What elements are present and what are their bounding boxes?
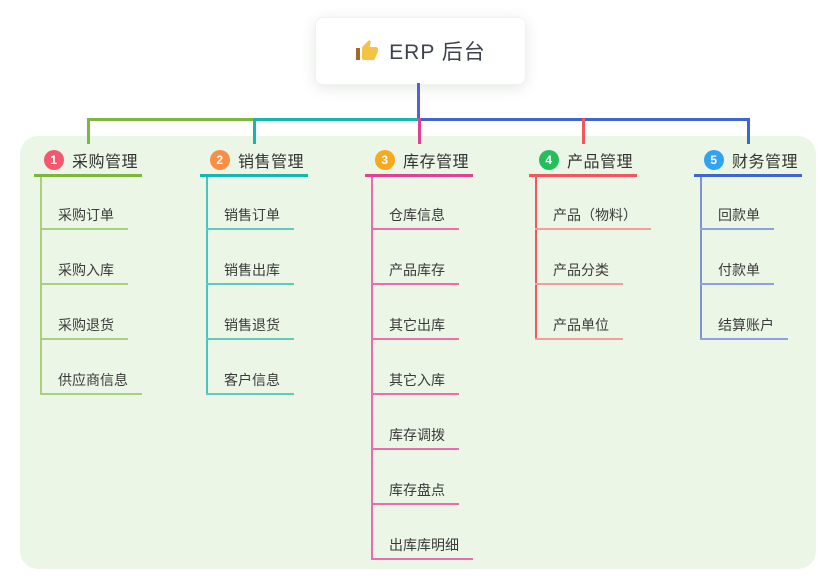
child-node[interactable]: 其它入库: [371, 367, 459, 395]
child-node[interactable]: 采购订单: [40, 202, 128, 230]
child-node[interactable]: 销售退货: [206, 312, 294, 340]
child-node[interactable]: 供应商信息: [40, 367, 142, 395]
child-node[interactable]: 回款单: [700, 202, 774, 230]
root-label: ERP 后台: [389, 41, 486, 64]
child-node[interactable]: 采购入库: [40, 257, 128, 285]
child-node[interactable]: 仓库信息: [371, 202, 459, 230]
child-node[interactable]: 销售出库: [206, 257, 294, 285]
connector-branch-drop: [418, 118, 421, 144]
child-node[interactable]: 出库库明细: [371, 532, 473, 560]
connector-horizontal-segment: [253, 118, 420, 121]
branch-badge: 4: [539, 150, 559, 170]
branch-badge: 3: [375, 150, 395, 170]
branch-badge: 2: [210, 150, 230, 170]
branch-title-label: 库存管理: [403, 154, 470, 171]
root-node[interactable]: ERP 后台: [315, 17, 526, 85]
child-node[interactable]: 其它出库: [371, 312, 459, 340]
connector-branch-drop: [582, 118, 585, 144]
branch-badge: 1: [44, 150, 64, 170]
child-node[interactable]: 产品单位: [535, 312, 623, 340]
child-node[interactable]: 采购退货: [40, 312, 128, 340]
branch-title-库存管理[interactable]: 3 库存管理: [365, 146, 473, 177]
thumbs-up-icon: [355, 39, 379, 63]
connector-branch-drop: [87, 118, 90, 144]
branch-trunk-line: [700, 177, 702, 340]
connector-horizontal-segment: [87, 118, 255, 121]
branch-title-销售管理[interactable]: 2 销售管理: [200, 146, 308, 177]
child-node[interactable]: 库存调拨: [371, 422, 459, 450]
child-node[interactable]: 付款单: [700, 257, 774, 285]
child-node[interactable]: 结算账户: [700, 312, 788, 340]
connector-branch-drop: [253, 118, 256, 144]
branch-trunk-line: [40, 177, 42, 395]
branch-title-采购管理[interactable]: 1 采购管理: [34, 146, 142, 177]
child-node[interactable]: 客户信息: [206, 367, 294, 395]
branch-title-财务管理[interactable]: 5 财务管理: [694, 146, 802, 177]
child-node[interactable]: 产品库存: [371, 257, 459, 285]
branch-title-label: 财务管理: [732, 154, 799, 171]
branch-trunk-line: [371, 177, 373, 560]
child-node[interactable]: 库存盘点: [371, 477, 459, 505]
child-node[interactable]: 产品（物料）: [535, 202, 651, 230]
child-node[interactable]: 销售订单: [206, 202, 294, 230]
branch-badge: 5: [704, 150, 724, 170]
child-node[interactable]: 产品分类: [535, 257, 623, 285]
branch-trunk-line: [206, 177, 208, 395]
connector-branch-drop: [747, 118, 750, 144]
branch-title-label: 产品管理: [567, 154, 634, 171]
branch-trunk-line: [535, 177, 537, 340]
connector-root-line: [417, 83, 420, 121]
branch-title-产品管理[interactable]: 4 产品管理: [529, 146, 637, 177]
branch-title-label: 销售管理: [238, 154, 305, 171]
branches-panel: [20, 136, 816, 569]
branch-title-label: 采购管理: [72, 154, 139, 171]
